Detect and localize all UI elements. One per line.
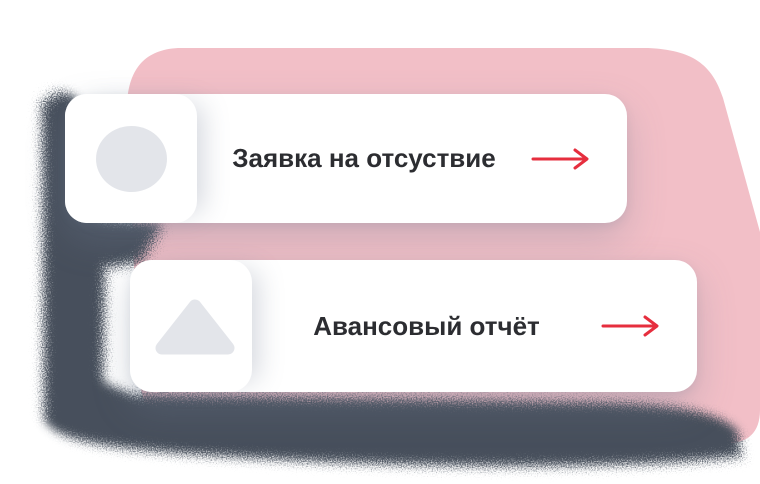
icon-tile <box>65 94 197 223</box>
circle-placeholder-icon <box>95 125 167 192</box>
card-label: Авансовый отчёт <box>313 310 540 341</box>
arrow-right-icon <box>531 148 589 169</box>
triangle-placeholder-icon <box>155 299 235 355</box>
arrow-right-icon <box>601 315 659 337</box>
card-label: Заявка на отсуствие <box>232 143 496 173</box>
icon-tile <box>130 260 252 392</box>
card-absence-request[interactable]: Заявка на отсуствие <box>65 94 627 223</box>
shadow-blob <box>42 92 741 466</box>
card-advance-report[interactable]: Авансовый отчёт <box>130 260 697 392</box>
